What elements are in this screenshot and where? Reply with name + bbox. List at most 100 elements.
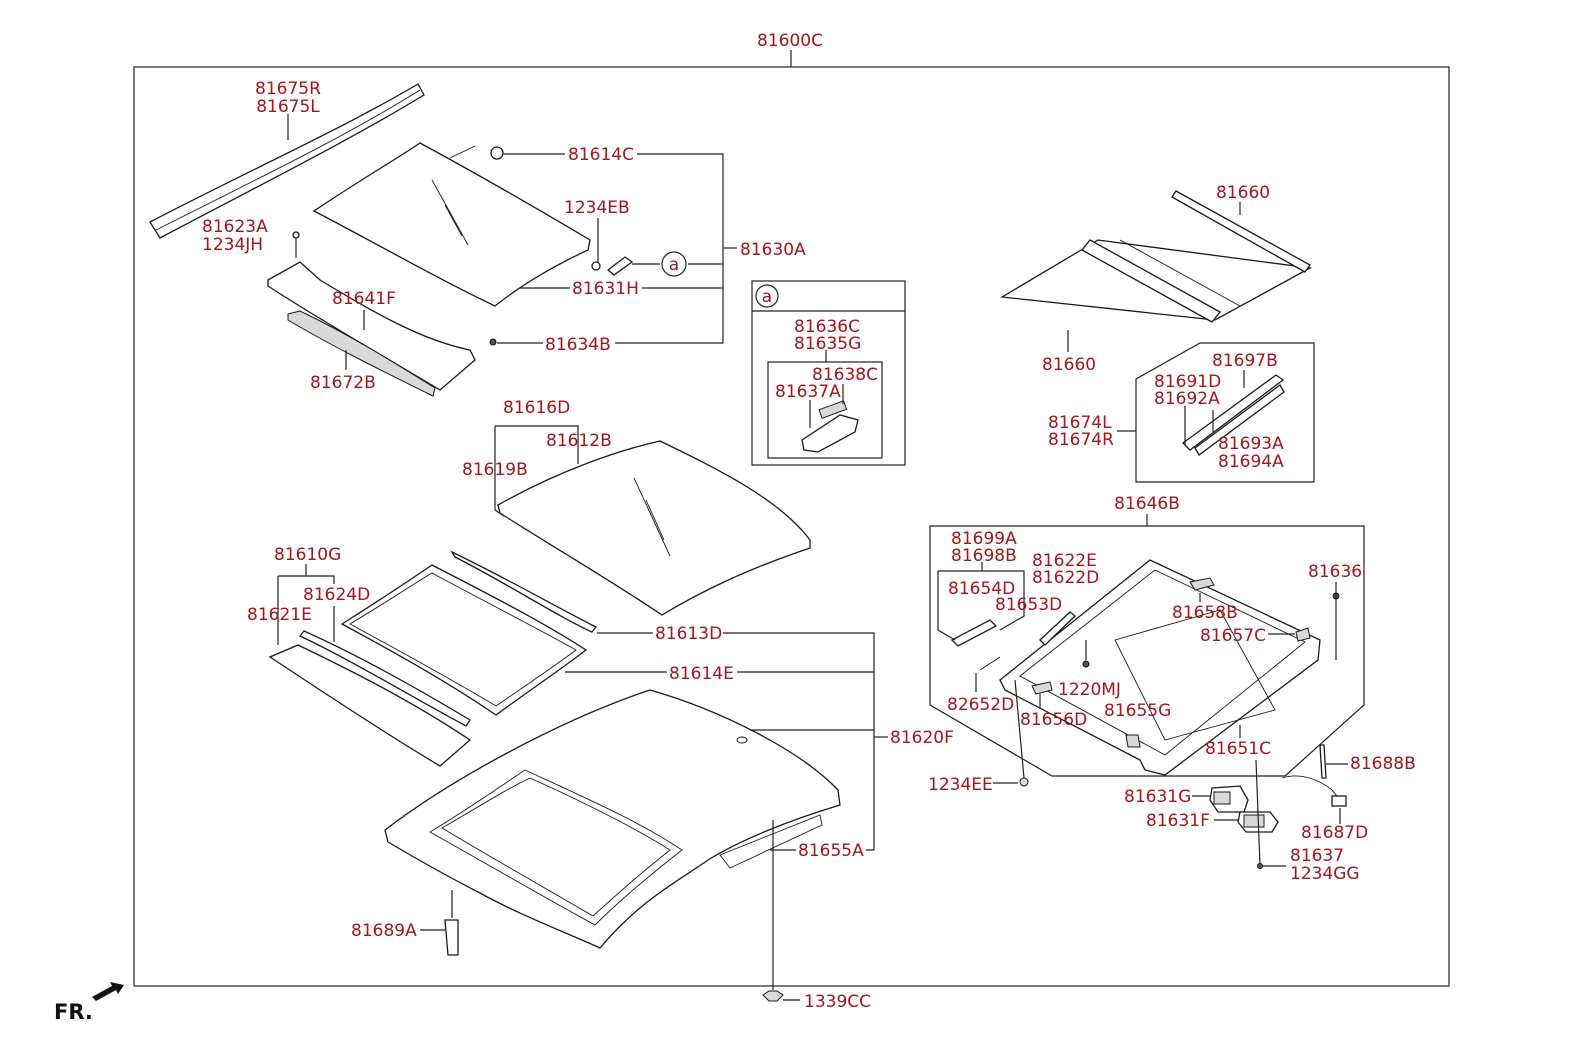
label-81658B[interactable]: 81658B (1172, 603, 1238, 623)
label-81698B[interactable]: 81698B (951, 546, 1017, 566)
label-81672B[interactable]: 81672B (310, 373, 376, 393)
hinge-81638C[interactable] (801, 400, 859, 453)
label-81636C[interactable]: 81636C (794, 317, 860, 337)
label-81613D[interactable]: 81613D (655, 624, 722, 644)
bracket-81654D[interactable] (950, 619, 998, 647)
label-81616D[interactable]: 81616D (503, 398, 570, 418)
callout-a-text: a (669, 255, 679, 275)
label-81675L[interactable]: 81675L (256, 97, 320, 117)
label-81675R[interactable]: 81675R (255, 79, 321, 99)
label-81637[interactable]: 81637 (1290, 846, 1344, 866)
glass-panel-81612B[interactable] (496, 440, 812, 616)
label-81637A[interactable]: 81637A (775, 382, 841, 402)
sunroof-frame-81651C[interactable] (999, 559, 1321, 776)
bolt-1234EE[interactable] (1019, 777, 1029, 787)
bracket-81657C[interactable] (1295, 627, 1311, 642)
label-81697B[interactable]: 81697B (1212, 351, 1278, 371)
seal-frame-81614E[interactable] (340, 564, 588, 716)
label-81622E[interactable]: 81622E (1032, 551, 1097, 571)
label-81638C[interactable]: 81638C (812, 365, 878, 385)
label-81656D[interactable]: 81656D (1020, 710, 1087, 730)
label-81635G[interactable]: 81635G (794, 334, 861, 354)
label-81646B[interactable]: 81646B (1114, 494, 1180, 514)
label-81653D[interactable]: 81653D (995, 595, 1062, 615)
bolt-81634B[interactable] (489, 338, 497, 346)
label-82652D[interactable]: 82652D (947, 695, 1014, 715)
guide-rail-82652D[interactable] (979, 656, 1001, 671)
deflector-panel-81621E[interactable] (268, 630, 472, 767)
label-81688B[interactable]: 81688B (1350, 754, 1416, 774)
bolt-81623A[interactable] (292, 231, 300, 239)
label-81623A[interactable]: 81623A (202, 217, 268, 237)
label-81655G[interactable]: 81655G (1104, 701, 1171, 721)
bolt-1234EB[interactable] (591, 261, 601, 271)
label-81619B[interactable]: 81619B (462, 460, 528, 480)
label-81691D[interactable]: 81691D (1154, 372, 1221, 392)
label-81622D[interactable]: 81622D (1032, 568, 1099, 588)
label-1234EB[interactable]: 1234EB (564, 198, 630, 218)
label-81651C[interactable]: 81651C (1205, 739, 1271, 759)
label-81692A[interactable]: 81692A (1154, 389, 1220, 409)
label-81610G[interactable]: 81610G (274, 545, 341, 565)
label-81614C[interactable]: 81614C (568, 145, 634, 165)
trim-strip-81613D[interactable] (450, 550, 598, 633)
label-81660-top[interactable]: 81660 (1216, 183, 1270, 203)
detail-a-text: a (762, 287, 772, 307)
label-81600C[interactable]: 81600C (757, 31, 823, 51)
label-81636[interactable]: 81636 (1308, 562, 1362, 582)
detail-a-marker (755, 284, 779, 308)
label-81687D[interactable]: 81687D (1301, 823, 1368, 843)
deflector-81672B[interactable] (287, 310, 436, 397)
label-81641F[interactable]: 81641F (332, 289, 396, 309)
drain-hose-81689A[interactable] (444, 919, 459, 956)
label-81657C[interactable]: 81657C (1200, 626, 1266, 646)
label-81630A[interactable]: 81630A (740, 240, 806, 260)
label-81631F[interactable]: 81631F (1146, 811, 1210, 831)
label-81689A[interactable]: 81689A (351, 921, 417, 941)
label-81674R[interactable]: 81674R (1048, 430, 1114, 450)
front-direction-icon (92, 982, 124, 1001)
label-1220MJ[interactable]: 1220MJ (1058, 680, 1121, 700)
label-81631H[interactable]: 81631H (572, 279, 639, 299)
label-1234EE[interactable]: 1234EE (928, 775, 993, 795)
clip-81614C[interactable] (490, 146, 504, 160)
rail-81622E[interactable] (1039, 611, 1076, 646)
frame-box-81646B (929, 525, 1365, 777)
clip-81655G[interactable] (1125, 734, 1141, 748)
detail-box-a (751, 280, 906, 466)
label-81674L[interactable]: 81674L (1048, 413, 1112, 433)
label-81621E[interactable]: 81621E (247, 605, 312, 625)
label-81654D[interactable]: 81654D (948, 579, 1015, 599)
front-glass-81630A[interactable] (312, 142, 591, 307)
nut-1339CC[interactable] (762, 990, 784, 1002)
label-81694A[interactable]: 81694A (1218, 452, 1284, 472)
roof-panel-81620F[interactable] (384, 689, 841, 949)
label-81699A[interactable]: 81699A (951, 529, 1017, 549)
roof-rail-81675[interactable] (149, 83, 425, 239)
label-81693A[interactable]: 81693A (1218, 434, 1284, 454)
bracket-81658B[interactable] (1189, 577, 1215, 591)
bolt-1220MJ[interactable] (1082, 660, 1090, 668)
clip-81656D[interactable] (1031, 681, 1053, 695)
label-1339CC[interactable]: 1339CC (804, 992, 871, 1012)
weatherstrip-81693A[interactable] (1182, 374, 1285, 456)
label-81624D[interactable]: 81624D (303, 585, 370, 605)
motor-81631G[interactable] (1209, 785, 1249, 813)
bracket-a[interactable] (606, 256, 634, 276)
label-81655A[interactable]: 81655A (798, 841, 864, 861)
label-81631G[interactable]: 81631G (1124, 787, 1191, 807)
sunshade-81660[interactable] (999, 190, 1313, 323)
label-81614E[interactable]: 81614E (669, 664, 734, 684)
label-81620F[interactable]: 81620F (890, 728, 954, 748)
label-1234GG[interactable]: 1234GG (1290, 864, 1360, 884)
wiring-81687D[interactable] (1281, 775, 1347, 807)
glass-seal-81641F[interactable] (267, 261, 476, 391)
drain-81688B[interactable] (1319, 744, 1327, 779)
label-81634B[interactable]: 81634B (545, 335, 611, 355)
callout-a-marker[interactable] (661, 251, 687, 277)
label-81612B[interactable]: 81612B (546, 431, 612, 451)
label-81660-bottom[interactable]: 81660 (1042, 355, 1096, 375)
label-front: FR. (54, 1000, 93, 1024)
label-1234JH[interactable]: 1234JH (202, 235, 263, 255)
